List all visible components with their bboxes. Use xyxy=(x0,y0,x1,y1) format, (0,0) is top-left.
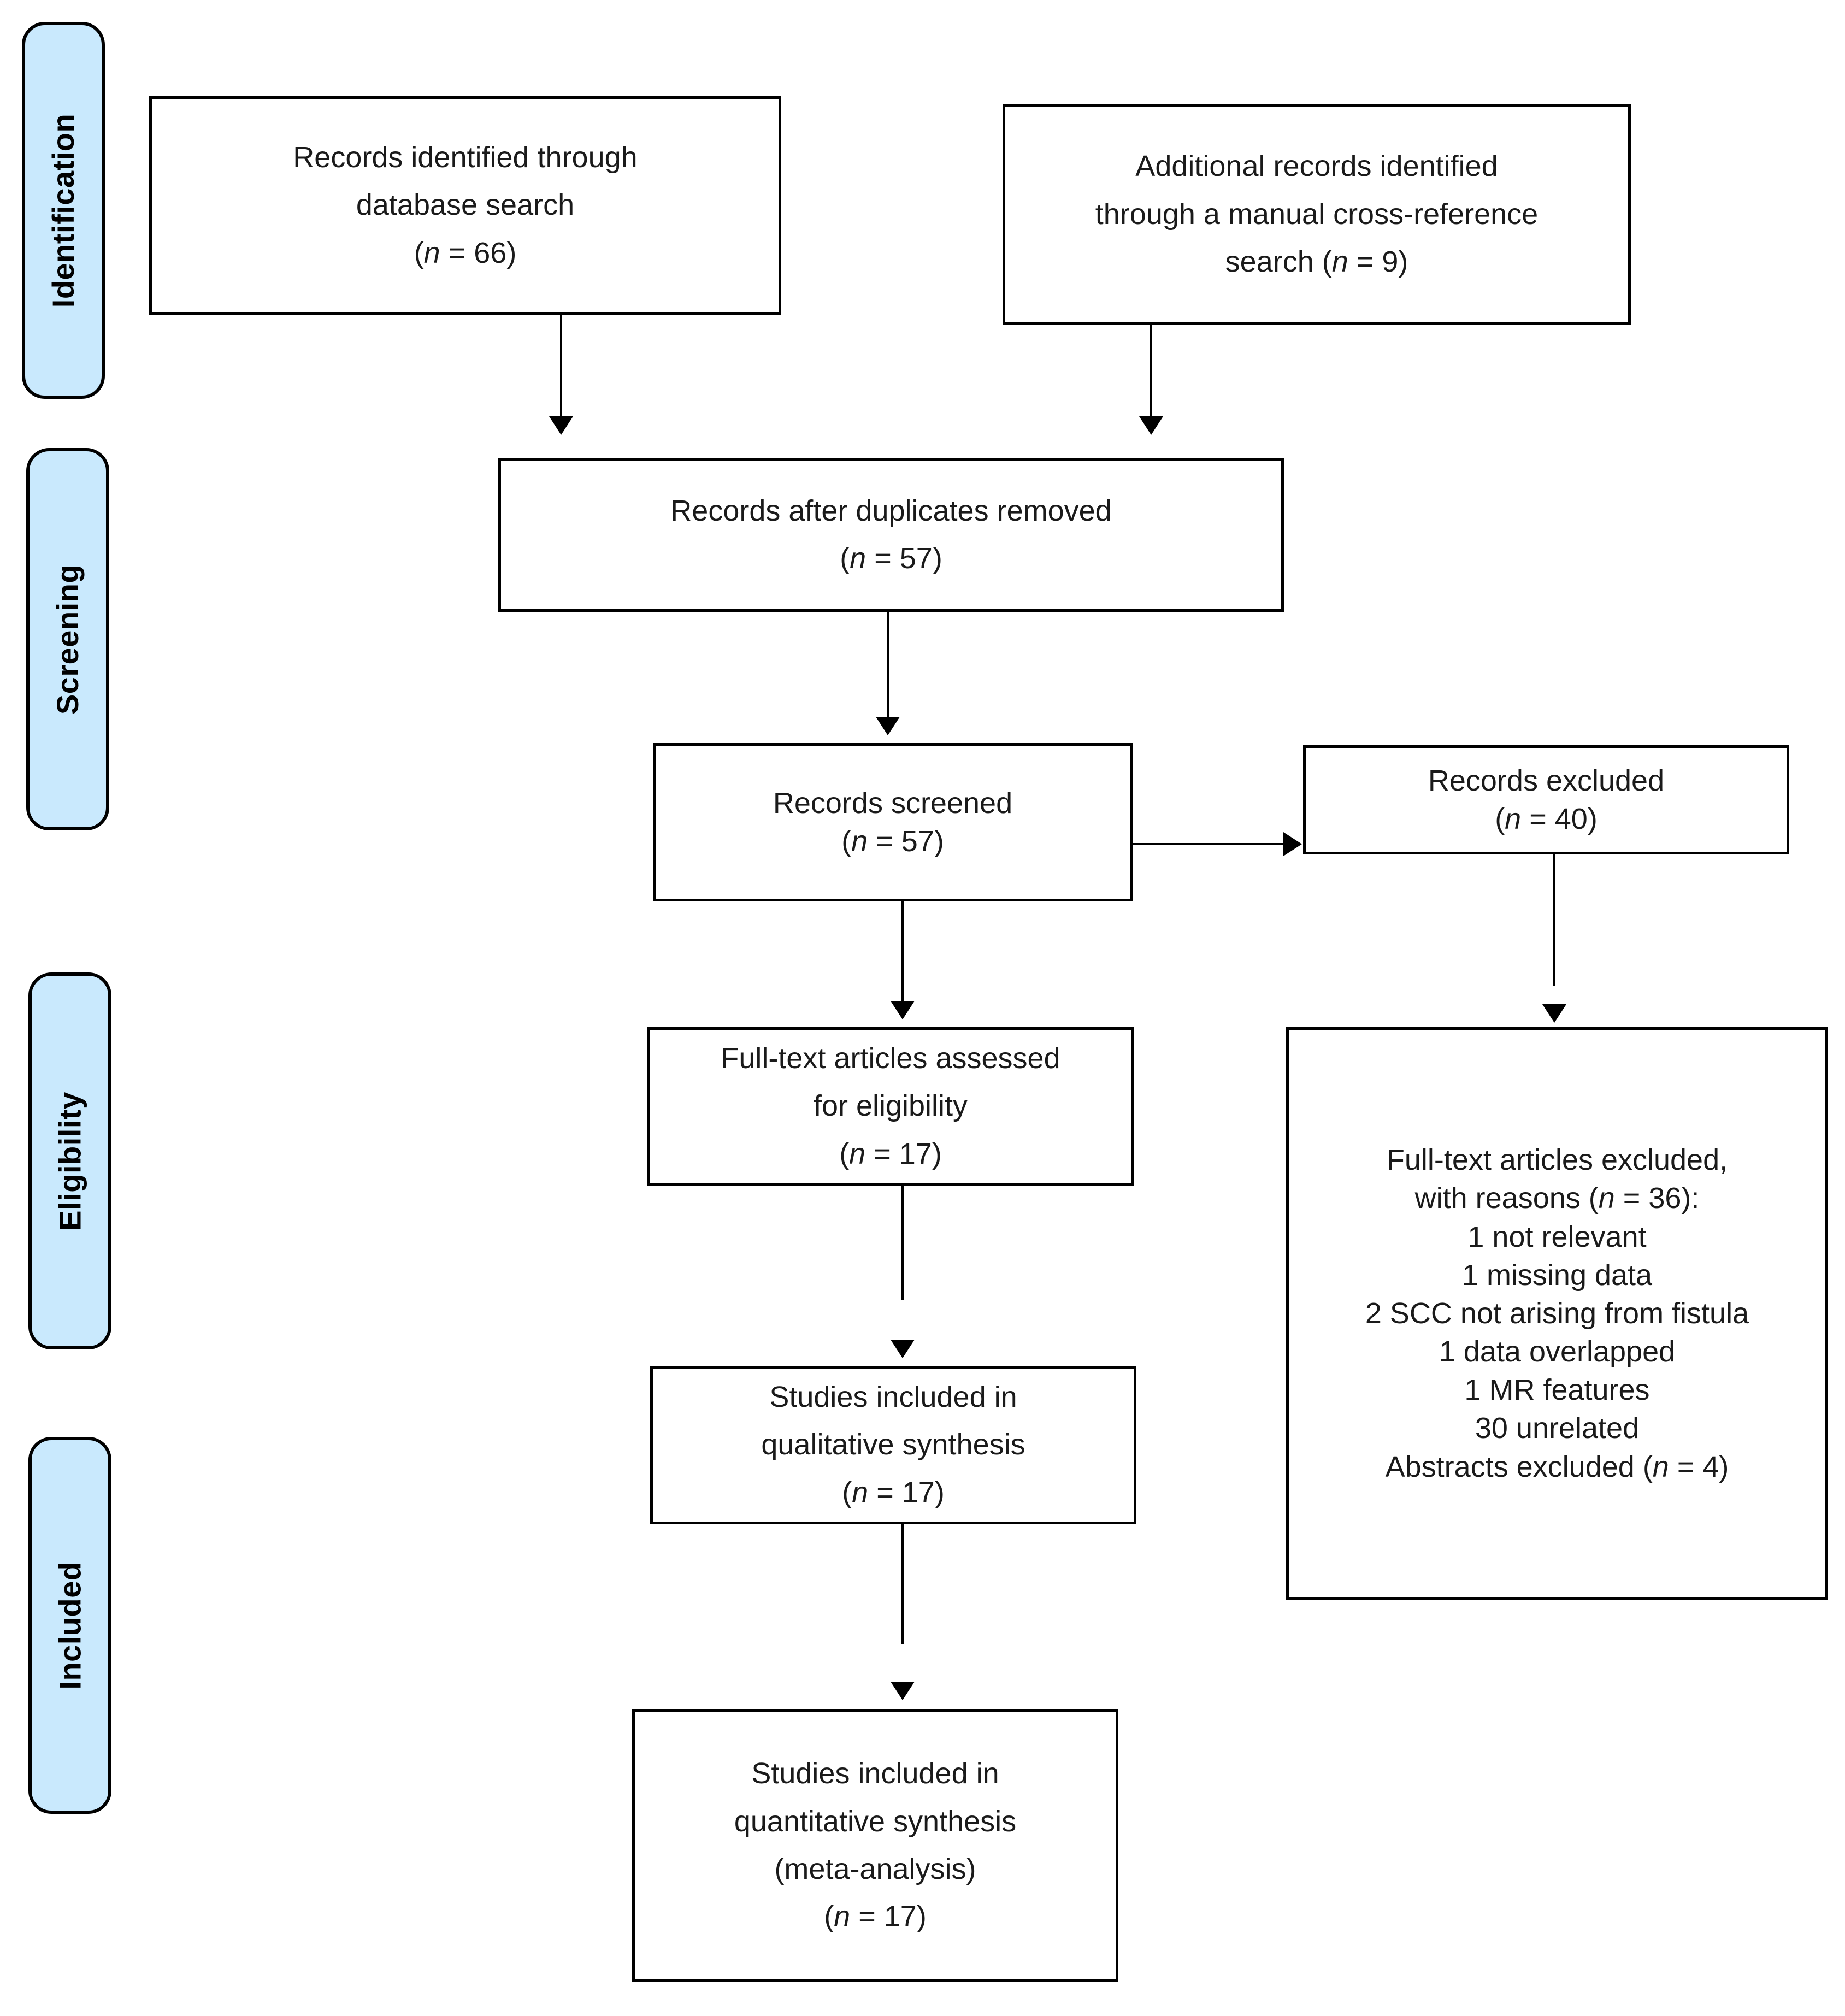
arrowhead-additional-to-duplicates xyxy=(1139,416,1163,435)
box-quantitative-synthesis: Studies included in quantitative synthes… xyxy=(632,1709,1118,1982)
stage-label-screening-text: Screening xyxy=(50,564,85,715)
box-qualitative-synthesis-line-2: qualitative synthesis xyxy=(761,1428,1025,1461)
box-additional-records: Additional records identified through a … xyxy=(1003,104,1631,325)
box-records-excluded-line-2: (n = 40) xyxy=(1495,803,1598,835)
box-qualitative-synthesis: Studies included in qualitative synthesi… xyxy=(650,1366,1136,1524)
box-fulltext-excluded-line-1: Full-text articles excluded, xyxy=(1386,1143,1728,1177)
box-quantitative-synthesis-line-4: (n = 17) xyxy=(824,1900,927,1934)
connector-excluded-to-fulltext-excluded xyxy=(1553,854,1555,986)
box-records-identified-line-1: Records identified through xyxy=(293,140,638,174)
stage-label-identification-text: Identification xyxy=(46,113,81,308)
box-records-excluded: Records excluded (n = 40) xyxy=(1303,745,1789,854)
box-quantitative-synthesis-line-1: Studies included in xyxy=(751,1757,999,1790)
box-quantitative-synthesis-line-3: (meta-analysis) xyxy=(774,1853,976,1885)
arrowhead-excluded-to-fulltext-excluded xyxy=(1542,1004,1566,1023)
arrowhead-identified-to-duplicates xyxy=(549,416,573,435)
box-records-screened-line-1: Records screened xyxy=(773,786,1013,820)
connector-fulltext-to-qualitative xyxy=(901,1186,904,1300)
box-additional-records-line-2: through a manual cross-reference xyxy=(1095,197,1539,231)
box-records-excluded-line-1: Records excluded xyxy=(1428,764,1665,797)
box-after-duplicates: Records after duplicates removed (n = 57… xyxy=(498,458,1284,612)
box-records-identified-line-3: (n = 66) xyxy=(414,236,517,269)
box-fulltext-excluded-line-8: 30 unrelated xyxy=(1475,1412,1640,1445)
arrowhead-screened-to-fulltext xyxy=(891,1001,915,1019)
arrowhead-screened-to-excluded xyxy=(1283,832,1302,856)
box-fulltext-assessed-line-2: for eligibility xyxy=(813,1089,968,1123)
box-fulltext-excluded-line-7: 1 MR features xyxy=(1464,1374,1650,1407)
connector-qualitative-to-quantitative xyxy=(901,1524,904,1644)
stage-label-included-text: Included xyxy=(52,1561,87,1690)
box-records-screened: Records screened (n = 57) xyxy=(653,743,1133,901)
box-fulltext-excluded-line-2: with reasons (n = 36): xyxy=(1414,1182,1700,1215)
box-fulltext-excluded-line-4: 1 missing data xyxy=(1461,1258,1653,1292)
stage-label-identification: Identification xyxy=(22,22,105,399)
box-records-screened-line-2: (n = 57) xyxy=(841,825,944,858)
box-fulltext-assessed-line-1: Full-text articles assessed xyxy=(721,1041,1060,1075)
box-qualitative-synthesis-line-1: Studies included in xyxy=(769,1380,1017,1413)
arrowhead-qualitative-to-quantitative xyxy=(891,1682,915,1700)
box-qualitative-synthesis-line-3: (n = 17) xyxy=(842,1476,945,1509)
box-additional-records-line-3: search (n = 9) xyxy=(1225,245,1408,279)
box-after-duplicates-line-2: (n = 57) xyxy=(840,542,942,575)
box-records-identified: Records identified through database sear… xyxy=(149,96,781,315)
box-fulltext-excluded: Full-text articles excluded, with reason… xyxy=(1286,1027,1828,1600)
box-fulltext-excluded-line-5: 2 SCC not arising from fistula xyxy=(1365,1296,1749,1330)
box-quantitative-synthesis-line-2: quantitative synthesis xyxy=(734,1805,1017,1838)
arrowhead-fulltext-to-qualitative xyxy=(891,1340,915,1358)
connector-identified-to-duplicates xyxy=(560,315,562,432)
connector-screened-to-fulltext xyxy=(901,901,904,1010)
box-fulltext-assessed: Full-text articles assessed for eligibil… xyxy=(647,1027,1134,1186)
box-fulltext-excluded-line-3: 1 not relevant xyxy=(1467,1220,1647,1253)
box-after-duplicates-line-1: Records after duplicates removed xyxy=(670,494,1112,527)
box-additional-records-line-1: Additional records identified xyxy=(1135,150,1498,183)
stage-label-included: Included xyxy=(28,1437,111,1814)
box-fulltext-assessed-line-3: (n = 17) xyxy=(839,1137,942,1170)
connector-duplicates-to-screened xyxy=(887,612,889,732)
arrowhead-duplicates-to-screened xyxy=(876,717,900,735)
box-fulltext-excluded-line-9: Abstracts excluded (n = 4) xyxy=(1385,1450,1729,1483)
box-records-identified-line-2: database search xyxy=(356,188,575,222)
stage-label-eligibility: Eligibility xyxy=(28,972,111,1349)
stage-label-screening: Screening xyxy=(26,448,109,830)
stage-label-eligibility-text: Eligibility xyxy=(52,1091,87,1231)
connector-screened-to-excluded xyxy=(1133,843,1286,845)
box-fulltext-excluded-line-6: 1 data overlapped xyxy=(1439,1335,1676,1369)
connector-additional-to-duplicates xyxy=(1150,325,1152,432)
